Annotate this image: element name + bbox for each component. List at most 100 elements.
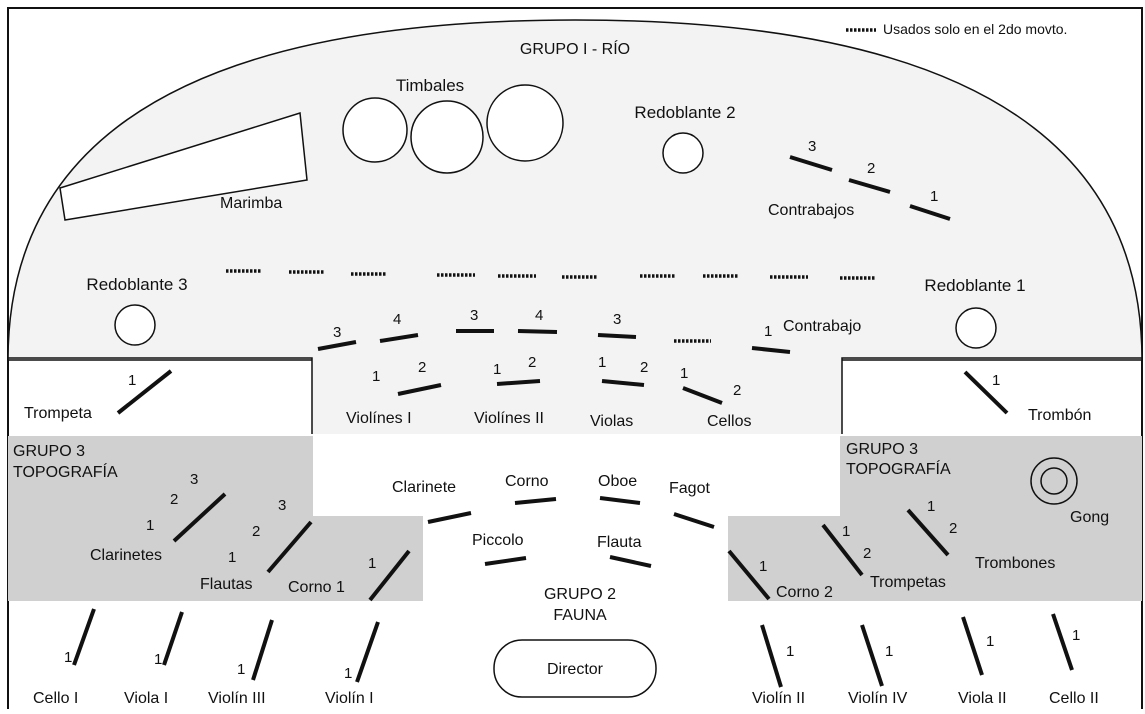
seat-number: 1 bbox=[237, 661, 245, 678]
director-podium bbox=[493, 639, 657, 698]
seat-number: 1 bbox=[64, 649, 72, 666]
stage-outline bbox=[8, 357, 1142, 434]
contrabass-stand bbox=[909, 204, 951, 221]
fagot-label: Fagot bbox=[669, 480, 710, 497]
seat-number: 1 bbox=[986, 633, 994, 650]
piccolo-label: Piccolo bbox=[472, 532, 524, 549]
violin-i-label: Violín I bbox=[325, 690, 374, 707]
flauta-label: Flauta bbox=[597, 534, 642, 551]
seat-number: 1 bbox=[493, 361, 501, 378]
marimba-label: Marimba bbox=[220, 195, 282, 212]
timpani-drum bbox=[342, 97, 408, 163]
seat-number: 3 bbox=[190, 471, 198, 488]
topografia-left-area bbox=[8, 436, 423, 601]
violin-iii-label: Violín III bbox=[208, 690, 266, 707]
seat-number: 1 bbox=[1072, 627, 1080, 644]
violin-stand bbox=[517, 329, 558, 334]
trompetas-label: Trompetas bbox=[870, 574, 946, 591]
seat-number: 2 bbox=[252, 523, 260, 540]
snare-drum bbox=[662, 132, 704, 174]
seat-number: 1 bbox=[154, 651, 162, 668]
director-label: Director bbox=[547, 661, 604, 678]
cello-i-label: Cello I bbox=[33, 690, 78, 707]
topografia-right-title: GRUPO 3 bbox=[846, 441, 918, 458]
flute-stand bbox=[609, 555, 652, 568]
horn-stand bbox=[368, 549, 411, 602]
seat-number: 1 bbox=[764, 323, 772, 340]
trombones-label: Trombones bbox=[975, 555, 1055, 572]
trompeta-label: Trompeta bbox=[24, 405, 92, 422]
seat-number: 2 bbox=[733, 382, 741, 399]
trombone-stand bbox=[906, 508, 950, 557]
violin-stand bbox=[496, 379, 541, 386]
cello-stand bbox=[1051, 613, 1074, 671]
redoblante2-label: Redoblante 2 bbox=[634, 103, 735, 122]
seat-number: 2 bbox=[418, 359, 426, 376]
river-stage-area bbox=[7, 19, 1143, 361]
stage-lower-section bbox=[312, 358, 842, 434]
oboe-stand bbox=[599, 496, 641, 505]
bassoon-stand bbox=[673, 512, 715, 529]
horn-stand bbox=[514, 497, 557, 505]
violin-stand bbox=[860, 624, 884, 687]
clarinet-stand bbox=[427, 511, 472, 524]
viola-stand bbox=[601, 379, 645, 387]
seat-number: 3 bbox=[808, 138, 816, 155]
seat-number: 1 bbox=[930, 188, 938, 205]
violin-stand bbox=[397, 383, 442, 396]
seat-number: 1 bbox=[842, 523, 850, 540]
seat-number: 1 bbox=[368, 555, 376, 572]
cello-ii-label: Cello II bbox=[1049, 690, 1099, 707]
viola-stand bbox=[961, 616, 984, 676]
redoblante1-label: Redoblante 1 bbox=[924, 276, 1025, 295]
seat-number: 2 bbox=[867, 160, 875, 177]
seat-number: 3 bbox=[333, 324, 341, 341]
timpani-drum bbox=[486, 84, 564, 162]
contrabass-stand bbox=[848, 178, 891, 194]
corno1-label: Corno 1 bbox=[288, 579, 345, 596]
viola-stand bbox=[162, 611, 184, 666]
contrabass-stand bbox=[789, 155, 833, 172]
seat-number: 1 bbox=[228, 549, 236, 566]
clarinet-stand bbox=[172, 492, 227, 543]
viola-ii-label: Viola II bbox=[958, 690, 1007, 707]
topografia-left-subtitle: TOPOGRAFÍA bbox=[13, 462, 118, 481]
viola-i-label: Viola I bbox=[124, 690, 168, 707]
violin-stand bbox=[760, 624, 783, 688]
seat-number: 2 bbox=[170, 491, 178, 508]
flute-stand bbox=[266, 520, 313, 574]
legend-text: Usados solo en el 2do movto. bbox=[883, 21, 1067, 37]
snare-drum bbox=[114, 304, 156, 346]
topografia-left-title: GRUPO 3 bbox=[13, 443, 85, 460]
violin-stand bbox=[251, 619, 274, 681]
seat-number: 1 bbox=[680, 365, 688, 382]
violines1-label: Violínes I bbox=[346, 410, 412, 427]
violin-ii-label: Violín II bbox=[752, 690, 805, 707]
violin-stand bbox=[355, 621, 380, 683]
seat-number: 4 bbox=[393, 311, 401, 328]
redoblante3-label: Redoblante 3 bbox=[86, 275, 187, 294]
seat-number: 1 bbox=[372, 368, 380, 385]
corno2-label: Corno 2 bbox=[776, 584, 833, 601]
seat-number: 1 bbox=[146, 517, 154, 534]
clarinetes-label: Clarinetes bbox=[90, 547, 162, 564]
cello-stand bbox=[682, 386, 723, 405]
snare-drum bbox=[955, 307, 997, 349]
topografia-right-subtitle: TOPOGRAFÍA bbox=[846, 459, 951, 478]
cello-stand bbox=[72, 608, 96, 666]
second-movement-seats bbox=[226, 269, 876, 343]
trumpet-stand bbox=[116, 369, 173, 415]
seat-number: 1 bbox=[885, 643, 893, 660]
horn-stand bbox=[727, 549, 771, 601]
seat-number: 3 bbox=[470, 307, 478, 324]
seat-number: 2 bbox=[863, 545, 871, 562]
fauna-title: GRUPO 2 bbox=[544, 586, 616, 603]
seat-number: 2 bbox=[528, 354, 536, 371]
piccolo-stand bbox=[484, 556, 527, 566]
seat-number: 1 bbox=[992, 372, 1000, 389]
contrabass-stand bbox=[751, 346, 791, 354]
fauna-subtitle: FAUNA bbox=[553, 607, 607, 624]
marimba-shape bbox=[59, 112, 308, 221]
